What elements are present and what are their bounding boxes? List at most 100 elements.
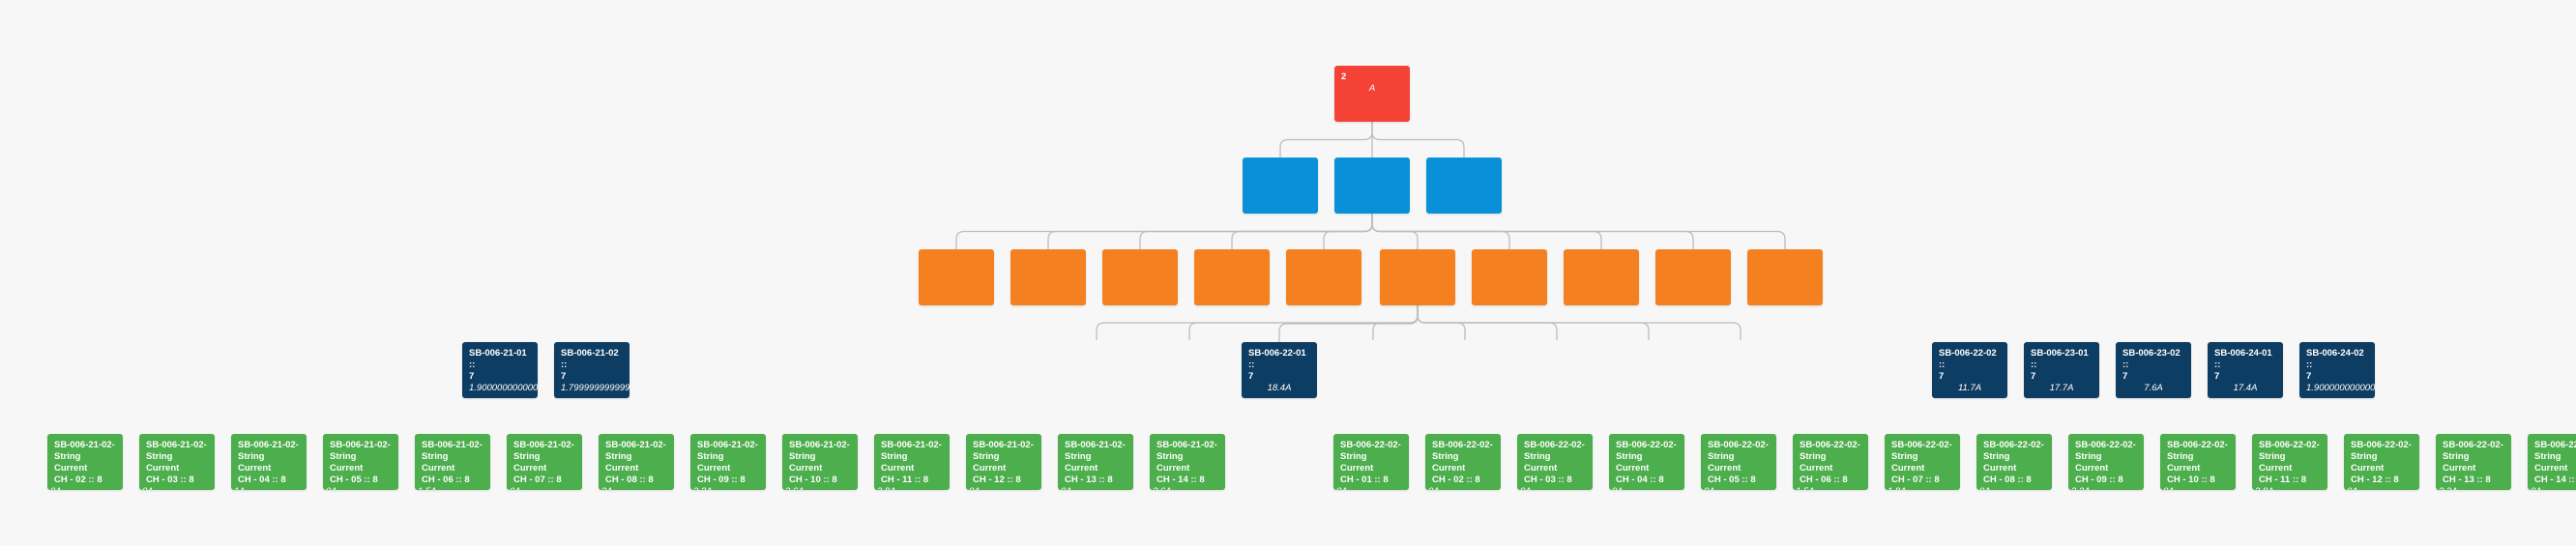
node-name: SB-006-22-02- String Current CH - 09 :: … (2075, 440, 2136, 485)
node-s7[interactable]: SB-006-21-02- String Current CH - 08 :: … (599, 434, 674, 490)
node-o2[interactable] (1010, 249, 1086, 305)
node-name: SB-006-21-02- String Current CH - 04 :: … (238, 440, 299, 485)
node-t4[interactable]: SB-006-22-02- String Current CH - 04 :: … (1609, 434, 1684, 490)
link-o6-stub-3 (1372, 305, 1419, 340)
node-t2[interactable]: SB-006-22-02- String Current CH - 02 :: … (1425, 434, 1501, 490)
node-value: 0A (326, 486, 392, 490)
node-t5[interactable]: SB-006-22-02- String Current CH - 05 :: … (1701, 434, 1776, 490)
node-value: 17.7A (2049, 383, 2074, 393)
node-name: SB-006-22-02- String Current CH - 10 :: … (2167, 440, 2228, 485)
link-b2-o5 (1323, 214, 1373, 249)
node-value: 1.5A (1796, 486, 1861, 490)
node-value: 0A (1336, 486, 1402, 490)
node-name: SB-006-21-01 :: (469, 348, 530, 370)
node-sub: 7 (2031, 371, 2036, 382)
node-value: 1.8A (1888, 486, 1953, 490)
node-value: 2.8A (2255, 486, 2321, 490)
node-sub: 7 (2306, 371, 2312, 382)
node-t6[interactable]: SB-006-22-02- String Current CH - 06 :: … (1793, 434, 1868, 490)
node-value: 1.799999999999999 (561, 383, 629, 393)
node-value: 0A (969, 486, 1035, 490)
node-name: SB-006-22-02- String Current CH - 14 :: … (2534, 440, 2576, 485)
node-sub: 7 (561, 371, 567, 382)
node-name: SB-006-22-02- String Current CH - 11 :: … (2259, 440, 2320, 485)
node-value: 0A (2347, 486, 2413, 490)
node-s13[interactable]: SB-006-21-02- String Current CH - 14 :: … (1150, 434, 1225, 490)
node-value: 3.6A (1153, 486, 1218, 490)
node-s4[interactable]: SB-006-21-02- String Current CH - 05 :: … (323, 434, 398, 490)
node-name: SB-006-22-02- String Current CH - 07 :: … (1891, 440, 1952, 485)
node-name: SB-006-21-02- String Current CH - 02 :: … (54, 440, 115, 485)
node-o5[interactable] (1286, 249, 1361, 305)
node-s5[interactable]: SB-006-21-02- String Current CH - 06 :: … (415, 434, 490, 490)
node-s11[interactable]: SB-006-21-02- String Current CH - 12 :: … (966, 434, 1041, 490)
node-b2[interactable] (1334, 158, 1410, 214)
node-s1[interactable]: SB-006-21-02- String Current CH - 02 :: … (47, 434, 123, 490)
node-value: 1.5A (418, 486, 483, 490)
node-value: 1A (234, 486, 300, 490)
node-t3[interactable]: SB-006-22-02- String Current CH - 03 :: … (1517, 434, 1593, 490)
node-name: SB-006-22-02- String Current CH - 06 :: … (1800, 440, 1860, 485)
node-o6[interactable] (1380, 249, 1455, 305)
node-name: SB-006-22-01 :: (1248, 348, 1309, 370)
node-n2101[interactable]: SB-006-21-01 ::71.900000000000000 (462, 342, 538, 398)
node-t12[interactable]: SB-006-22-02- String Current CH - 12 :: … (2344, 434, 2419, 490)
node-name: SB-006-22-02- String Current CH - 01 :: … (1340, 440, 1401, 485)
node-s2[interactable]: SB-006-21-02- String Current CH - 03 :: … (139, 434, 215, 490)
node-s12[interactable]: SB-006-21-02- String Current CH - 13 :: … (1058, 434, 1133, 490)
node-n2102[interactable]: SB-006-21-02 ::71.799999999999999 (554, 342, 629, 398)
node-s6[interactable]: SB-006-21-02- String Current CH - 07 :: … (507, 434, 582, 490)
node-name: SB-006-21-02- String Current CH - 08 :: … (605, 440, 666, 485)
node-name: SB-006-21-02- String Current CH - 07 :: … (513, 440, 574, 485)
node-name: SB-006-22-02- String Current CH - 04 :: … (1616, 440, 1677, 485)
node-sub: 7 (1939, 371, 1945, 382)
node-value: 1.900000000000000 (2306, 383, 2375, 393)
node-s8[interactable]: SB-006-21-02- String Current CH - 09 :: … (690, 434, 766, 490)
node-o8[interactable] (1564, 249, 1639, 305)
node-name: SB-006-23-01 :: (2031, 348, 2092, 370)
node-value: 2.8A (877, 486, 943, 490)
node-name: SB-006-21-02- String Current CH - 05 :: … (330, 440, 391, 485)
node-o4[interactable] (1194, 249, 1270, 305)
node-name: SB-006-24-02 :: (2306, 348, 2367, 370)
node-t1[interactable]: SB-006-22-02- String Current CH - 01 :: … (1333, 434, 1409, 490)
node-t13[interactable]: SB-006-22-02- String Current CH - 13 :: … (2436, 434, 2511, 490)
node-name: SB-006-21-02- String Current CH - 09 :: … (697, 440, 758, 485)
node-t14[interactable]: SB-006-22-02- String Current CH - 14 :: … (2528, 434, 2576, 490)
node-value: 2A (601, 486, 667, 490)
node-t10[interactable]: SB-006-22-02- String Current CH - 10 :: … (2160, 434, 2236, 490)
node-name: SB-006-21-02- String Current CH - 03 :: … (146, 440, 207, 485)
node-b3[interactable] (1426, 158, 1502, 214)
node-name: SB-006-21-02- String Current CH - 14 :: … (1156, 440, 1217, 485)
node-s10[interactable]: SB-006-21-02- String Current CH - 11 :: … (874, 434, 950, 490)
link-o6-n2201 (1278, 305, 1419, 342)
node-b1[interactable] (1243, 158, 1318, 214)
node-t11[interactable]: SB-006-22-02- String Current CH - 11 :: … (2252, 434, 2327, 490)
node-t9[interactable]: SB-006-22-02- String Current CH - 09 :: … (2068, 434, 2144, 490)
node-sub: 7 (2214, 371, 2220, 382)
node-s3[interactable]: SB-006-21-02- String Current CH - 04 :: … (231, 434, 307, 490)
node-o9[interactable] (1655, 249, 1731, 305)
node-n2402[interactable]: SB-006-24-02 ::71.900000000000000 (2299, 342, 2375, 398)
link-o6-stub-7 (1417, 305, 1742, 340)
node-o7[interactable] (1472, 249, 1547, 305)
node-value: 0A (2531, 486, 2576, 490)
node-s9[interactable]: SB-006-21-02- String Current CH - 10 :: … (782, 434, 858, 490)
node-value: 17.4A (2233, 383, 2258, 393)
node-value: 3.3A (2439, 486, 2504, 490)
node-t7[interactable]: SB-006-22-02- String Current CH - 07 :: … (1885, 434, 1960, 490)
node-o3[interactable] (1102, 249, 1178, 305)
node-value: 1.900000000000000 (469, 383, 538, 393)
node-t8[interactable]: SB-006-22-02- String Current CH - 08 :: … (1976, 434, 2052, 490)
node-name: SB-006-21-02- String Current CH - 10 :: … (789, 440, 850, 485)
node-o1[interactable] (919, 249, 994, 305)
node-o10[interactable] (1747, 249, 1823, 305)
